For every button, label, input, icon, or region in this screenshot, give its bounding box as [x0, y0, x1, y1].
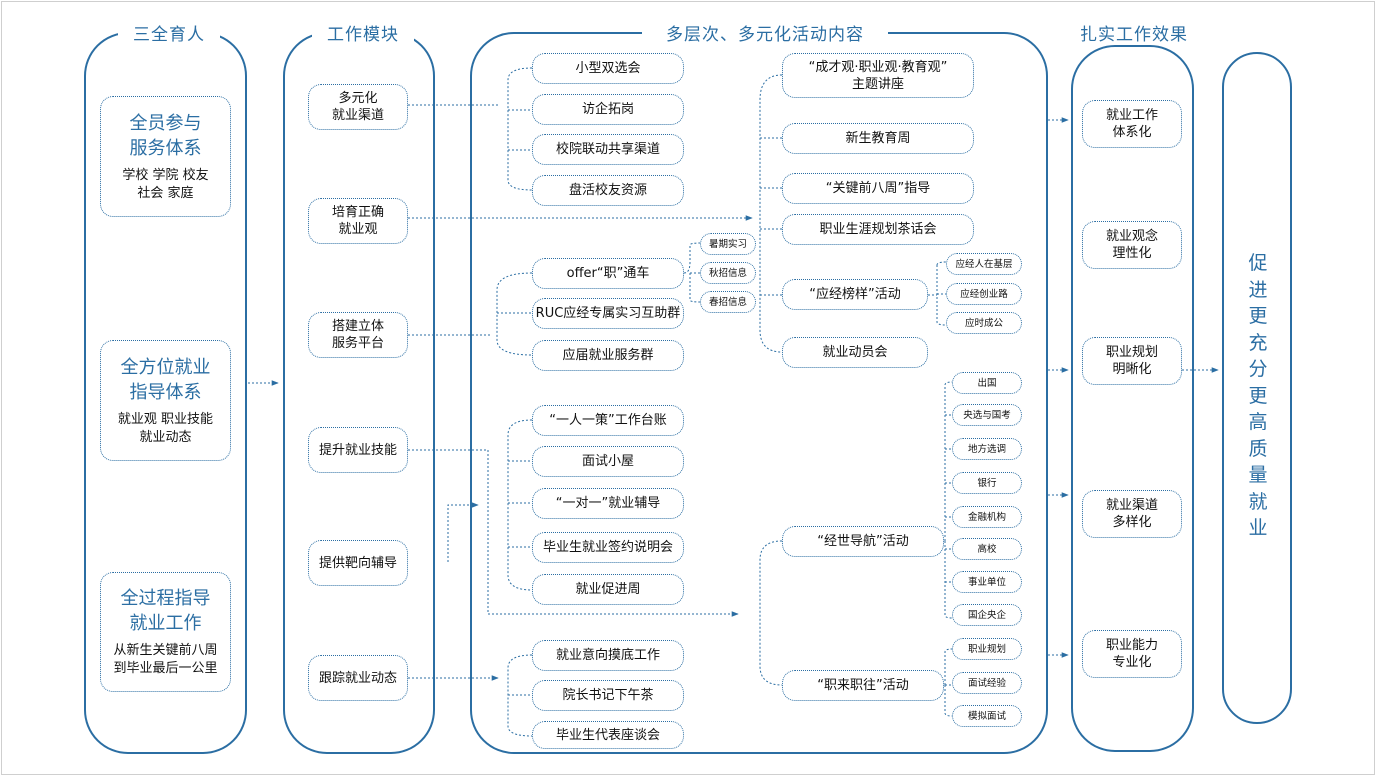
activity-visit-enterprises: 访企拓岗: [532, 94, 684, 125]
connector-skills: [408, 449, 739, 617]
sanquan-box-3: 全过程指导 就业工作 从新生关键前八周 到毕业最后一公里: [100, 572, 231, 692]
tag-bank: 银行: [952, 472, 1022, 494]
sanquan-box-2: 全方位就业 指导体系 就业观 职业技能 就业动态: [100, 340, 231, 461]
sanquan-sub-1: 学校 学院 校友 社会 家庭: [122, 167, 209, 201]
connector-platform-branch: [496, 272, 533, 356]
effect-4: 就业渠道 多样化: [1082, 490, 1182, 538]
activity-shared-channels: 校院联动共享渠道: [532, 134, 684, 165]
activity-theme-lecture: “成才观·职业观·教育观” 主题讲座: [782, 53, 974, 98]
activity-first-eight-weeks: “关键前八周”指导: [782, 173, 974, 204]
effect-5: 职业能力 专业化: [1082, 630, 1182, 678]
activity-one-person-one-plan: “一人一策”工作台账: [532, 405, 684, 436]
tag-grassroots: 应经人在基层: [946, 253, 1022, 275]
connector-right-bracket: [759, 74, 783, 353]
sanquan-sub-3: 从新生关键前八周 到毕业最后一公里: [113, 643, 218, 676]
activity-zhilai-zhiwang: “职来职往”活动: [782, 670, 944, 701]
module-1: 多元化 就业渠道: [308, 84, 408, 130]
connector-zhilai-tags: [944, 648, 953, 717]
title-activities: 多层次、多元化活动内容: [642, 20, 888, 45]
connector-channels-branch-mid: [508, 109, 532, 151]
activity-promotion-week: 就业促进周: [532, 574, 684, 605]
connector-right-bracket-mid: [760, 137, 782, 296]
sanquan-title-3: 全过程指导 就业工作: [120, 588, 211, 634]
tag-entrepreneurship: 应经创业路: [946, 283, 1022, 305]
activity-offer-express: offer“职”通车: [532, 258, 684, 289]
tag-spring-recruit: 春招信息: [700, 291, 756, 313]
module-2: 培育正确 就业观: [308, 198, 408, 244]
module-5: 提供靶向辅导: [308, 540, 408, 586]
activity-jingshi-navigation: “经世导航”活动: [782, 526, 944, 557]
activity-freshman-week: 新生教育周: [782, 123, 974, 154]
sanquan-title-2: 全方位就业 指导体系: [120, 356, 211, 403]
title-effects: 扎实工作效果: [1058, 20, 1210, 45]
effect-2: 就业观念 理性化: [1082, 221, 1182, 269]
activity-role-model: “应经榜样”活动: [782, 279, 928, 310]
activity-interview-room: 面试小屋: [532, 446, 684, 477]
column-effects: [1071, 45, 1194, 752]
tag-career-planning: 职业规划: [952, 638, 1022, 660]
tag-mock-interview: 模拟面试: [952, 705, 1022, 727]
tag-autumn-recruit: 秋招信息: [700, 262, 756, 284]
activity-mobilization: 就业动员会: [782, 337, 928, 368]
tag-university: 高校: [952, 538, 1022, 560]
final-goal: 促进更充分更高质量就业: [1248, 252, 1268, 539]
tag-local-selection: 地方选调: [952, 438, 1022, 460]
effect-3: 职业规划 明晰化: [1082, 337, 1182, 385]
activity-graduate-forum: 毕业生代表座谈会: [532, 721, 684, 749]
module-3: 搭建立体 服务平台: [308, 312, 408, 358]
module-4: 提升就业技能: [308, 427, 408, 473]
activity-one-on-one: “一对一”就业辅导: [532, 488, 684, 519]
title-modules: 工作模块: [312, 20, 414, 45]
column-final: [1222, 52, 1292, 724]
connector-bangyang-tags: [928, 261, 947, 326]
sanquan-sub-2: 就业观 职业技能 就业动态: [117, 411, 214, 445]
activity-signing-briefing: 毕业生就业签约说明会: [532, 532, 684, 563]
activity-alumni-resources: 盘活校友资源: [532, 175, 684, 206]
tag-abroad: 出国: [952, 372, 1022, 394]
connector-channels-branch: [507, 67, 533, 191]
tag-yingshi: 应时成公: [946, 312, 1022, 334]
sanquan-title-1: 全员参与 服务体系: [129, 112, 202, 159]
activity-intention-survey: 就业意向摸底工作: [532, 640, 684, 671]
connector-guidance: [447, 502, 479, 562]
connector-jingshi-tags: [944, 381, 953, 619]
connector-skills-branch: [507, 419, 533, 591]
activity-graduate-service-group: 应届就业服务群: [532, 340, 684, 371]
tag-summer-internship: 暑期实习: [700, 233, 756, 255]
connector-skills-mid: [508, 460, 532, 548]
module-6: 跟踪就业动态: [308, 655, 408, 701]
tag-financial-institution: 金融机构: [952, 506, 1022, 528]
connector-platform-tags: [683, 242, 701, 303]
tag-civil-service: 央选与国考: [952, 404, 1022, 426]
activity-dean-tea: 院长书记下午茶: [532, 680, 684, 711]
connector-tracking-branch: [507, 654, 533, 737]
activity-internship-group: RUC应经专属实习互助群: [532, 298, 684, 329]
tag-interview-experience: 面试经验: [952, 672, 1022, 694]
sanquan-box-1: 全员参与 服务体系 学校 学院 校友 社会 家庭: [100, 96, 231, 217]
tag-soe: 国企央企: [952, 604, 1022, 626]
connector-lower-bracket: [759, 540, 783, 686]
tag-public-institution: 事业单位: [952, 571, 1022, 593]
activity-career-tea: 职业生涯规划茶话会: [782, 214, 974, 245]
activity-small-job-fair: 小型双选会: [532, 53, 684, 84]
title-sanquan: 三全育人: [118, 20, 220, 45]
effect-1: 就业工作 体系化: [1082, 100, 1182, 148]
